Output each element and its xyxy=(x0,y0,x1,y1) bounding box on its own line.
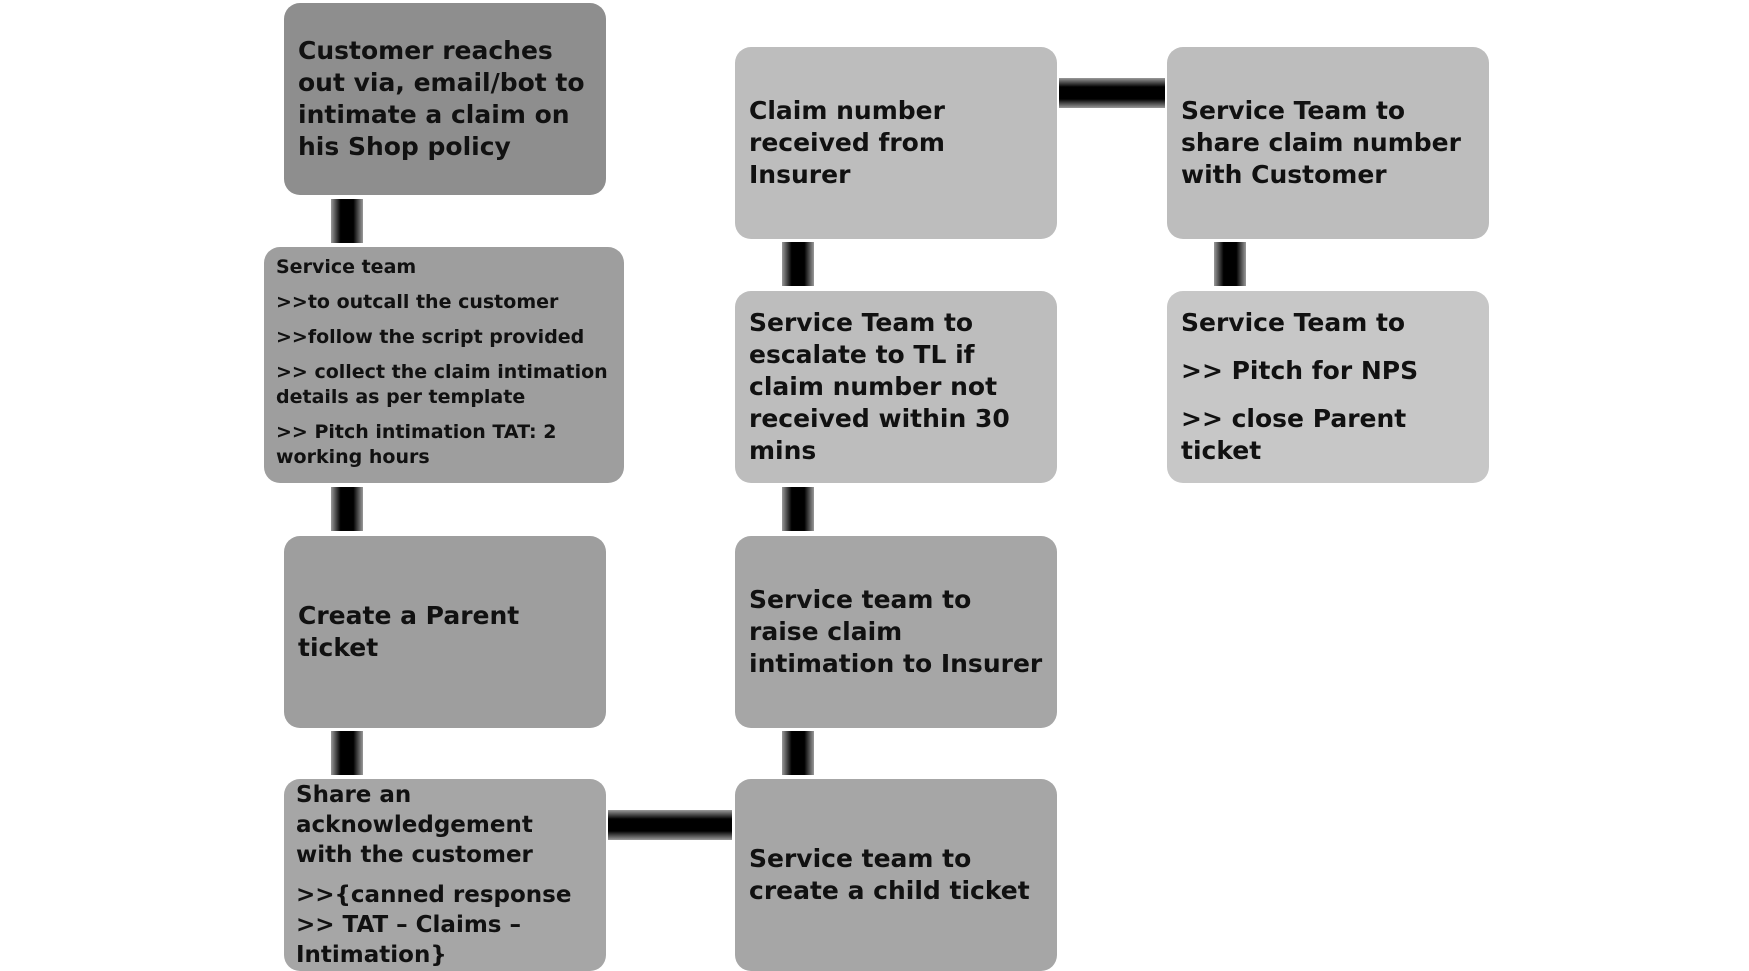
node-create-parent-ticket: Create a Parent ticket xyxy=(284,536,606,728)
connector-acknowledgement-to-child-ticket xyxy=(608,810,732,840)
node-text: >>to outcall the customer xyxy=(276,291,559,313)
connector-parent-ticket-to-acknowledgement xyxy=(331,731,363,775)
node-raise-claim-intimation: Service team to raise claim intimation t… xyxy=(735,536,1057,728)
connector-claim-received-to-share-claim xyxy=(1059,78,1165,108)
node-text: Customer reaches out via, email/bot to i… xyxy=(298,36,585,161)
connector-escalate-to-claim-received xyxy=(782,242,814,286)
node-text: >>{canned response >> TAT – Claims – Int… xyxy=(296,882,572,968)
node-text: >> Pitch intimation TAT: 2 working hours xyxy=(276,421,557,468)
node-claim-number-received: Claim number received from Insurer xyxy=(735,47,1057,239)
node-text: Service team to create a child ticket xyxy=(749,844,1030,905)
node-share-claim-number: Service Team to share claim number with … xyxy=(1167,47,1489,239)
node-escalate-to-tl: Service Team to escalate to TL if claim … xyxy=(735,291,1057,483)
node-text: >> collect the claim intimation details … xyxy=(276,361,608,408)
node-share-acknowledgement: Share an acknowledgement with the custom… xyxy=(284,779,606,971)
node-text: Service team xyxy=(276,256,417,278)
node-text: Service team to raise claim intimation t… xyxy=(749,585,1043,678)
node-text: >>follow the script provided xyxy=(276,326,585,348)
node-text: Service Team to xyxy=(1181,308,1406,337)
node-text: >> Pitch for NPS xyxy=(1181,356,1419,385)
node-text: Service Team to escalate to TL if claim … xyxy=(749,308,1010,465)
node-create-child-ticket: Service team to create a child ticket xyxy=(735,779,1057,971)
node-pitch-nps-close: Service Team to >> Pitch for NPS >> clos… xyxy=(1167,291,1489,483)
node-text: Claim number received from Insurer xyxy=(749,96,945,189)
connector-share-claim-to-nps xyxy=(1214,242,1246,286)
node-text: Service Team to share claim number with … xyxy=(1181,96,1461,189)
node-customer-reaches-out: Customer reaches out via, email/bot to i… xyxy=(284,3,606,195)
node-text: >> close Parent ticket xyxy=(1181,404,1407,465)
connector-child-ticket-to-raise-intimation xyxy=(782,731,814,775)
node-text: Create a Parent ticket xyxy=(298,601,520,662)
connector-raise-intimation-to-escalate xyxy=(782,487,814,531)
node-text: Share an acknowledgement with the custom… xyxy=(296,782,533,868)
connector-customer-to-service-team xyxy=(331,199,363,243)
connector-service-team-to-parent-ticket xyxy=(331,487,363,531)
node-service-team-outcall: Service team >>to outcall the customer >… xyxy=(264,247,624,483)
